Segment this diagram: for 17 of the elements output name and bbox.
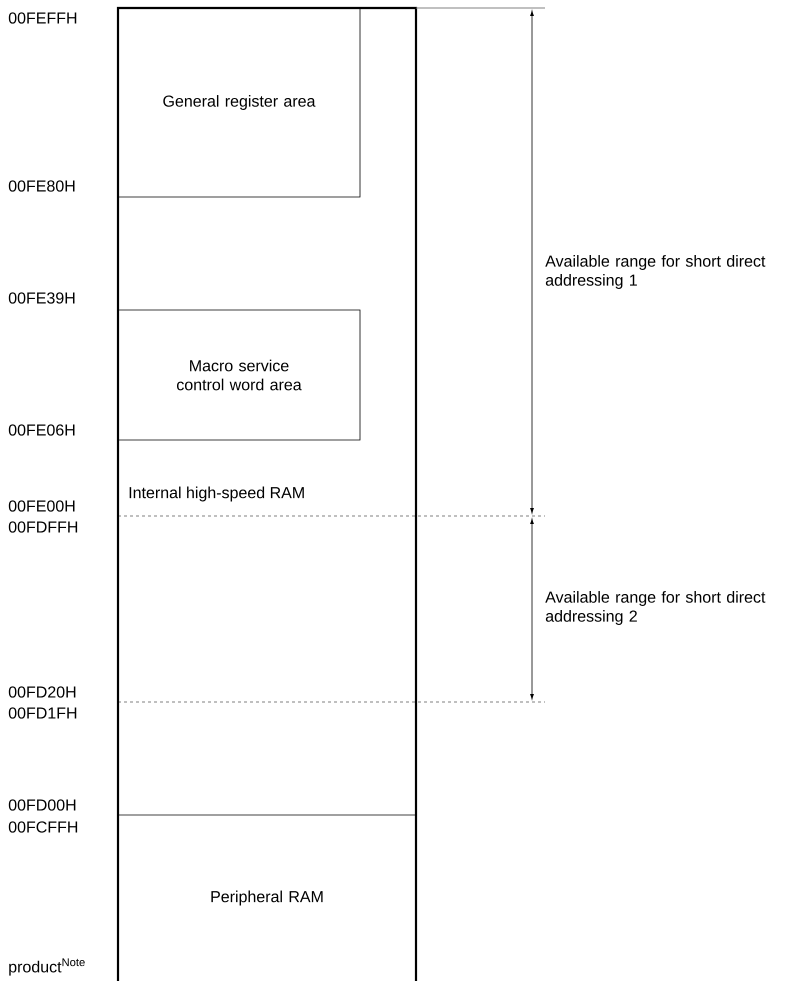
address-label: 00FEFFH xyxy=(8,12,76,24)
address-label: 00FCFFH xyxy=(8,821,78,833)
address-label: 00FD20H xyxy=(8,686,76,698)
memory-area-box: General register area xyxy=(118,8,360,198)
address-label: 00FE80H xyxy=(8,180,74,192)
note-label: product$^{Note}$ xyxy=(9,958,85,976)
range-label: Available range for short direct addressing 2 xyxy=(545,591,766,625)
address-label: 00FD00H xyxy=(8,799,76,811)
area-label: Internal high-speed RAM xyxy=(130,486,304,502)
address-label: 00FDFFH xyxy=(8,521,78,533)
address-label: 00FE39H xyxy=(8,292,74,304)
memory-area-box: Macro service control word area xyxy=(118,310,360,440)
address-label: 00FD1FH xyxy=(8,707,76,719)
address-label: 00FE06H xyxy=(8,424,74,436)
range-label: Available range for short direct addressing 1 xyxy=(545,255,766,289)
address-label: 00FE00H xyxy=(8,500,74,512)
memory-area: Peripheral RAM xyxy=(211,890,323,906)
